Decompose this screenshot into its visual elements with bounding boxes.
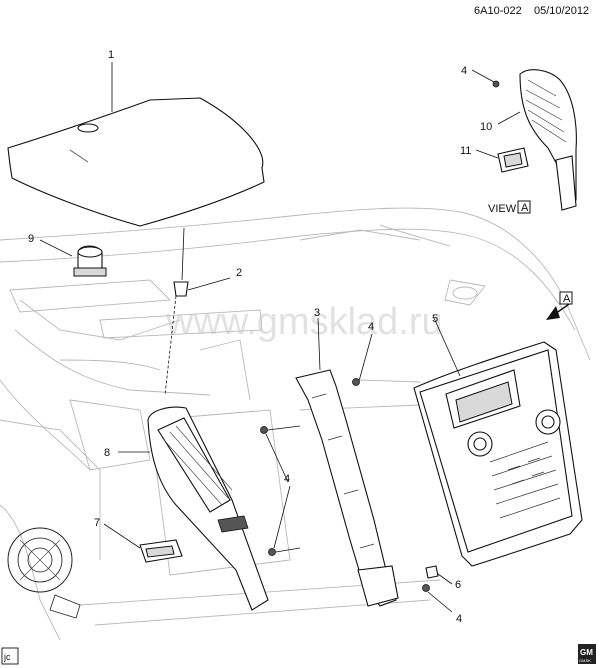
- gm-logo-text: GM: [580, 648, 593, 657]
- callout-11: 11: [460, 145, 471, 157]
- view-label-ref: A: [521, 202, 529, 214]
- corner-code: jc: [1, 647, 19, 665]
- callout-5: 5: [432, 313, 438, 325]
- gm-logo-subtext: GMSK: [579, 658, 591, 663]
- view-arrow-ref: A: [563, 293, 571, 305]
- view-label: VIEW A: [488, 200, 531, 215]
- callout-7: 7: [94, 517, 100, 529]
- view-label-text: VIEW: [488, 203, 517, 215]
- callout-10: 10: [480, 121, 492, 133]
- view-a-direction-arrow: A: [546, 291, 573, 320]
- corner-code-text: jc: [3, 652, 11, 662]
- part-1-trim-cover: [7, 97, 265, 227]
- gm-logo: GM GMSK: [578, 644, 596, 664]
- part-4-screws: [260, 333, 453, 613]
- callout-1: 1: [108, 49, 114, 61]
- callout-6: 6: [455, 579, 461, 591]
- doc-id: 6A10-022: [474, 5, 522, 17]
- part-5-radio-control-panel: [413, 317, 583, 567]
- callout-4-view: 4: [461, 65, 467, 77]
- callout-3: 3: [314, 307, 320, 319]
- view-a-detail: [471, 69, 577, 211]
- callout-4-upper: 4: [368, 321, 374, 333]
- callout-4-lower: 4: [456, 613, 462, 625]
- callout-8: 8: [104, 447, 110, 459]
- callout-9: 9: [28, 233, 34, 245]
- watermark: www.gmsklad.ru: [165, 301, 443, 343]
- part-6-nut: [425, 565, 453, 585]
- part-3-bracket: [295, 317, 399, 607]
- part-8-left-air-vent: [118, 406, 269, 611]
- doc-date: 05/10/2012: [534, 5, 589, 17]
- steering-column: [7, 527, 81, 619]
- part-7-switch: [103, 523, 183, 563]
- callout-4-middle: 4: [284, 473, 290, 485]
- callout-2: 2: [236, 267, 242, 279]
- part-9-sensor: [39, 239, 107, 277]
- part-2-clip: [164, 227, 231, 396]
